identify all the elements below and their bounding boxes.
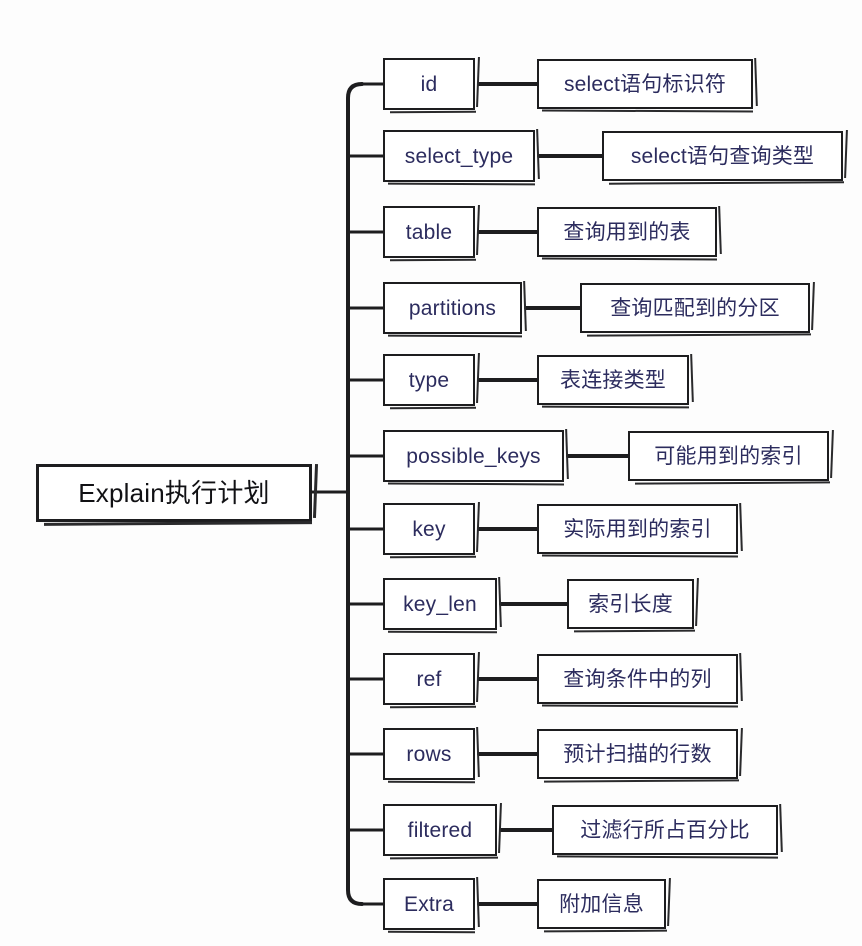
- desc-node-label: 表连接类型: [560, 368, 666, 392]
- key-node-type[interactable]: type: [383, 354, 475, 406]
- key-node-label: id: [420, 72, 438, 96]
- key-node-table[interactable]: table: [383, 206, 475, 258]
- key-node-label: type: [408, 368, 450, 392]
- key-node-ref[interactable]: ref: [383, 653, 475, 705]
- key-node-label: Extra: [403, 892, 454, 916]
- desc-node-extra[interactable]: 附加信息: [537, 879, 666, 929]
- desc-node-label: 查询用到的表: [563, 220, 691, 244]
- key-node-label: table: [405, 220, 453, 244]
- key-node-label: partitions: [408, 296, 497, 320]
- key-node-filtered[interactable]: filtered: [383, 804, 497, 856]
- desc-node-label: 查询匹配到的分区: [610, 296, 780, 320]
- desc-node-ref[interactable]: 查询条件中的列: [537, 654, 738, 704]
- key-node-rows[interactable]: rows: [383, 728, 475, 780]
- desc-node-label: 查询条件中的列: [563, 667, 712, 691]
- root-node-label: Explain执行计划: [78, 478, 270, 508]
- key-node-label: key: [412, 517, 446, 541]
- trunk-line: [346, 82, 364, 906]
- desc-node-label: 可能用到的索引: [654, 444, 803, 468]
- key-node-label: filtered: [407, 818, 473, 842]
- key-node-possible_keys[interactable]: possible_keys: [383, 430, 564, 482]
- key-node-id[interactable]: id: [383, 58, 475, 110]
- key-node-select_type[interactable]: select_type: [383, 130, 535, 182]
- desc-node-label: 预计扫描的行数: [563, 742, 712, 766]
- desc-node-partitions[interactable]: 查询匹配到的分区: [580, 283, 810, 333]
- key-node-label: rows: [406, 742, 452, 766]
- desc-node-label: 附加信息: [559, 892, 644, 916]
- desc-node-select_type[interactable]: select语句查询类型: [602, 131, 843, 181]
- key-node-label: key_len: [403, 592, 477, 616]
- desc-node-type[interactable]: 表连接类型: [537, 355, 689, 405]
- desc-node-label: 过滤行所占百分比: [580, 818, 750, 842]
- key-node-label: ref: [416, 667, 442, 691]
- desc-node-label: select语句查询类型: [630, 144, 815, 168]
- desc-node-key[interactable]: 实际用到的索引: [537, 504, 738, 554]
- key-node-label: possible_keys: [406, 444, 541, 468]
- desc-node-label: select语句标识符: [563, 72, 727, 96]
- key-node-partitions[interactable]: partitions: [383, 282, 522, 334]
- key-node-key[interactable]: key: [383, 503, 475, 555]
- desc-node-possible_keys[interactable]: 可能用到的索引: [628, 431, 829, 481]
- key-node-label: select_type: [404, 144, 514, 168]
- desc-node-table[interactable]: 查询用到的表: [537, 207, 717, 257]
- desc-node-label: 实际用到的索引: [563, 517, 712, 541]
- root-node-explain-plan[interactable]: Explain执行计划: [36, 464, 312, 522]
- key-node-key_len[interactable]: key_len: [383, 578, 497, 630]
- key-node-extra[interactable]: Extra: [383, 878, 475, 930]
- desc-node-rows[interactable]: 预计扫描的行数: [537, 729, 738, 779]
- desc-node-id[interactable]: select语句标识符: [537, 59, 753, 109]
- desc-node-key_len[interactable]: 索引长度: [567, 579, 694, 629]
- desc-node-label: 索引长度: [588, 592, 673, 616]
- desc-node-filtered[interactable]: 过滤行所占百分比: [552, 805, 778, 855]
